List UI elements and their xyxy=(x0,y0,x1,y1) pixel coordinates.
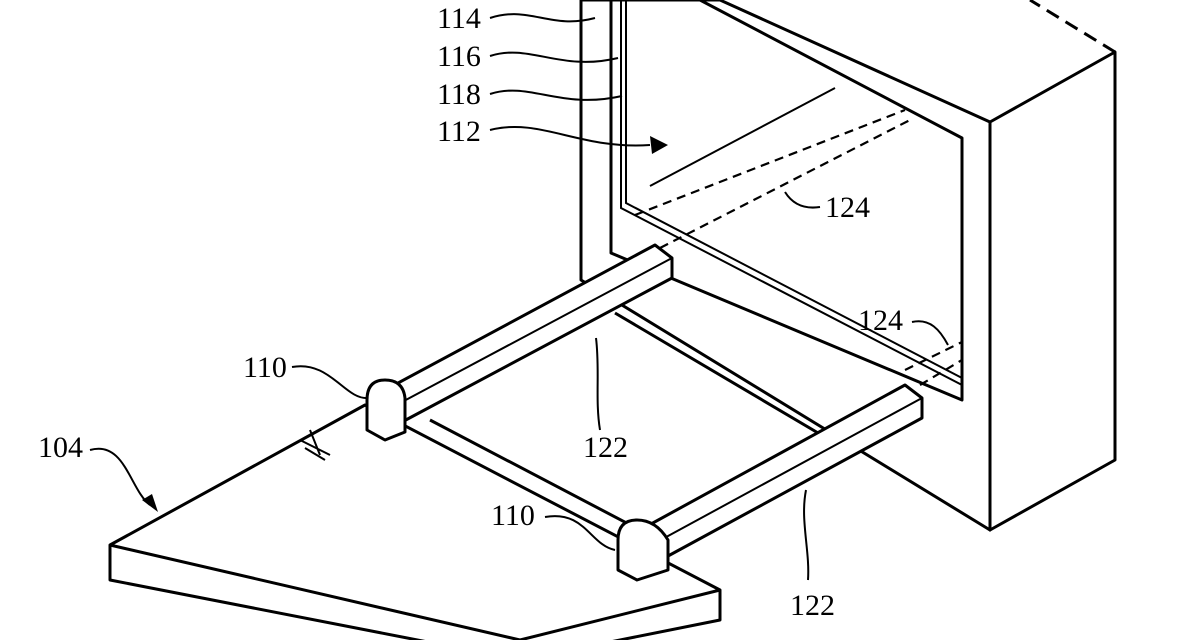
display-opening xyxy=(609,0,964,402)
label-116: 116 xyxy=(437,40,481,73)
label-124-upper: 124 xyxy=(825,191,870,224)
tray-104 xyxy=(108,403,722,640)
label-112: 112 xyxy=(437,115,481,148)
layer-116 xyxy=(620,0,963,386)
leader-lines xyxy=(89,13,949,581)
label-122-lower: 122 xyxy=(790,589,835,622)
layer-118 xyxy=(625,0,963,379)
hidden-edge-top xyxy=(1029,0,1116,54)
label-122-upper: 122 xyxy=(583,431,628,464)
roller-110-lower xyxy=(616,518,670,582)
label-110-upper: 110 xyxy=(243,351,287,384)
roller-110-upper xyxy=(365,378,407,442)
label-118: 118 xyxy=(437,78,481,111)
rail-122-lower xyxy=(616,383,924,582)
rail-122-upper xyxy=(365,243,674,442)
label-124-lower: 124 xyxy=(858,304,903,337)
label-104: 104 xyxy=(38,431,83,464)
label-110-lower: 110 xyxy=(491,499,535,532)
label-114: 114 xyxy=(437,2,481,35)
